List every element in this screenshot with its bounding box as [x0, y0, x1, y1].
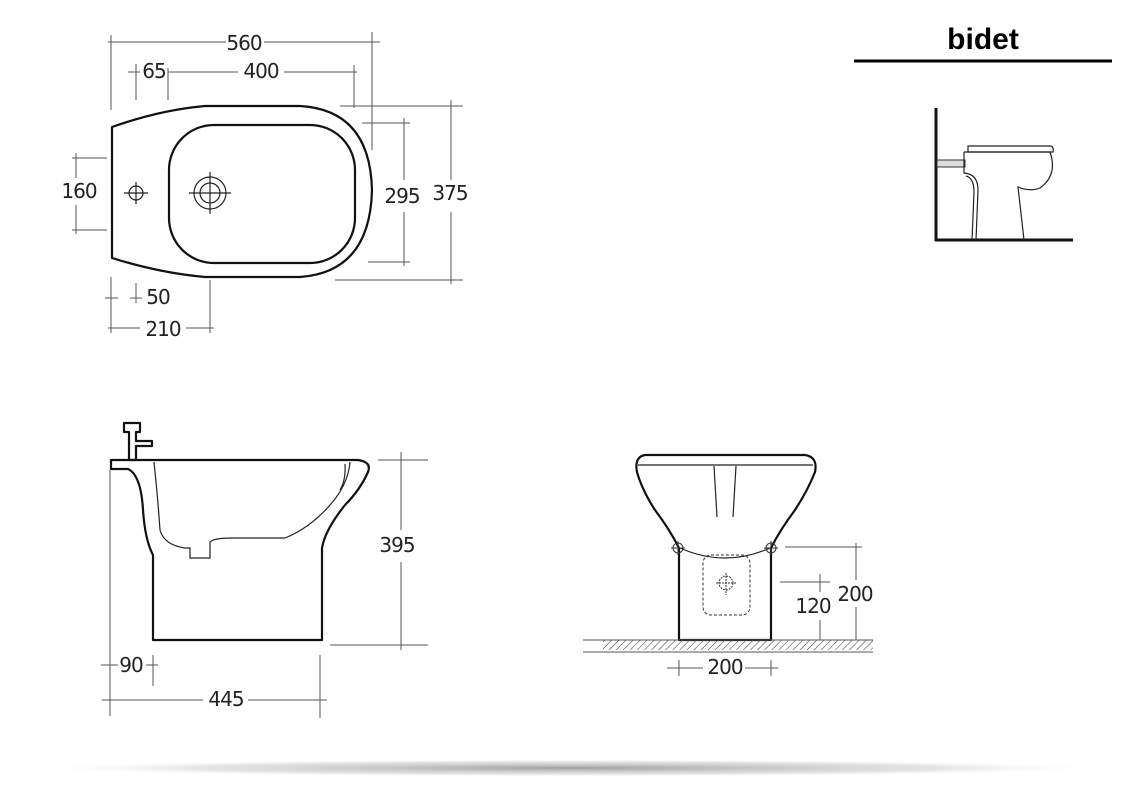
side-view: 395 90 445 — [101, 421, 428, 718]
dim-rear-offset: 90 — [119, 653, 143, 677]
front-drain-symbol — [716, 573, 736, 595]
dim-fixing-spacing: 160 — [61, 179, 96, 203]
front-view: 200 120 200 — [583, 453, 874, 679]
dim-base-length: 445 — [208, 687, 243, 711]
dim-overall-length: 560 — [226, 31, 261, 55]
dim-drain-offset: 210 — [145, 317, 180, 341]
plan-outline — [110, 104, 374, 279]
dim-height: 395 — [379, 533, 414, 557]
dim-drain-height: 120 — [795, 594, 830, 618]
fixing-symbols — [671, 541, 778, 555]
dim-fixing-height: 200 — [837, 582, 872, 606]
dim-overall-width: 375 — [432, 181, 467, 205]
tap-hole-symbol — [124, 182, 148, 204]
dim-tap-offset: 65 — [142, 59, 165, 83]
floor-hatch — [603, 640, 873, 650]
dim-bowl-length: 400 — [243, 59, 278, 83]
dim-fixing-offset: 50 — [146, 285, 170, 309]
dim-front-base-width: 200 — [707, 655, 742, 679]
plan-basin — [167, 123, 357, 265]
drain-symbol — [189, 172, 231, 214]
dim-bowl-width: 295 — [384, 184, 419, 208]
title: bidet — [947, 23, 1019, 56]
side-tap — [122, 421, 154, 462]
bidet-type-icon — [934, 108, 1073, 242]
bottom-shadow-decoration — [30, 759, 1110, 777]
side-outline — [109, 458, 370, 642]
plan-view: 560 65 400 160 295 375 50 210 — [61, 31, 468, 341]
title-block: bidet — [854, 23, 1112, 63]
front-access-panel — [702, 554, 751, 616]
